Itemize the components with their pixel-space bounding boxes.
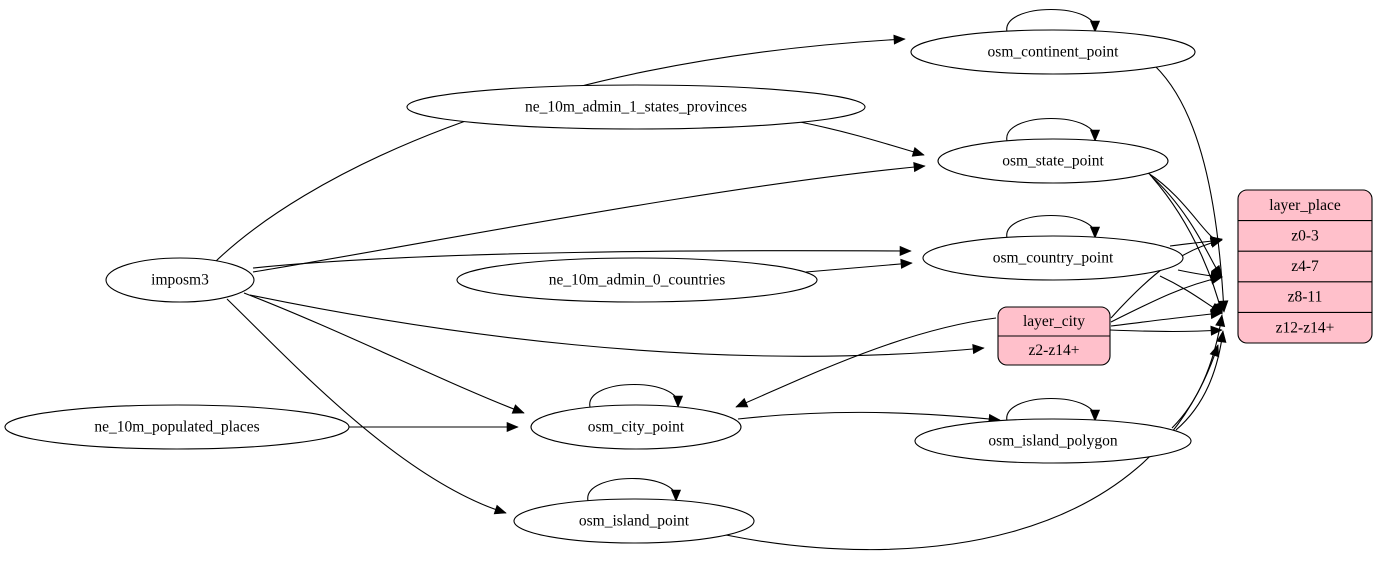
self-loop-osm_island_polygon xyxy=(1006,398,1096,422)
node-osm_island_point[interactable]: osm_island_point xyxy=(513,498,755,544)
self-loops-layer xyxy=(587,9,1101,502)
node-layer_place[interactable]: layer_place z0-3 z4-7 z8-11 z12-z14+ xyxy=(1237,189,1373,344)
edge-ne_states-to-osm_state_point xyxy=(799,121,925,156)
edge-imposm3-to-osm_island_point xyxy=(226,298,507,514)
node-shape-osm_state_point xyxy=(937,138,1169,184)
self-loop-arrowhead-osm_country_point xyxy=(1089,226,1101,239)
node-ne_countries[interactable]: ne_10m_admin_0_countries xyxy=(456,257,818,303)
record-title-layer_city: layer_city xyxy=(1023,313,1085,330)
arrowhead-osm_island_polygon-to-layer_place xyxy=(1216,330,1227,343)
self-loop-osm_island_point xyxy=(587,478,677,502)
edge-osm_continent_point-to-layer_place xyxy=(1154,65,1225,313)
arrowhead-layer_city-to-osm_city_point xyxy=(735,397,749,408)
node-label-osm_city_point: osm_city_point xyxy=(588,419,685,436)
self-loop-arrowhead-osm_continent_point xyxy=(1089,20,1101,33)
node-osm_state_point[interactable]: osm_state_point xyxy=(937,138,1169,184)
node-ne_populated[interactable]: ne_10m_populated_places xyxy=(4,404,350,450)
record-row-layer_city-0[interactable]: z2-z14+ xyxy=(1029,342,1080,359)
arrowhead-layer_city-to-layer_place xyxy=(1210,309,1223,320)
edge-osm_city_point-to-osm_island_polygon xyxy=(737,411,1001,421)
node-shape-ne_countries xyxy=(456,257,818,303)
edge-layer_city-to-layer_place xyxy=(1110,312,1223,327)
node-osm_continent_point[interactable]: osm_continent_point xyxy=(910,29,1196,75)
edge-imposm3-to-osm_continent_point xyxy=(214,38,906,263)
edge-ne_countries-to-osm_country_point xyxy=(805,262,913,273)
node-shape-ne_populated xyxy=(4,404,350,450)
record-title-layer_place: layer_place xyxy=(1269,197,1341,214)
node-shape-osm_country_point xyxy=(922,235,1184,281)
node-label-ne_countries: ne_10m_admin_0_countries xyxy=(549,272,726,289)
record-row-layer_place-1[interactable]: z4-7 xyxy=(1291,258,1319,275)
node-label-ne_states: ne_10m_admin_1_states_provinces xyxy=(525,99,747,116)
node-osm_island_polygon[interactable]: osm_island_polygon xyxy=(914,418,1192,464)
node-label-osm_island_polygon: osm_island_polygon xyxy=(988,433,1117,450)
self-loop-osm_state_point xyxy=(1006,118,1096,142)
node-label-osm_island_point: osm_island_point xyxy=(579,513,690,530)
arrowhead-imposm3-to-osm_state_point xyxy=(913,162,926,173)
node-label-osm_continent_point: osm_continent_point xyxy=(988,44,1120,61)
node-ne_states[interactable]: ne_10m_admin_1_states_provinces xyxy=(406,84,866,130)
node-label-imposm3: imposm3 xyxy=(151,272,209,289)
arrowhead-imposm3-to-osm_island_point xyxy=(493,504,507,515)
edge-imposm3-to-osm_state_point xyxy=(252,165,926,273)
self-loop-arrowhead-osm_island_point xyxy=(670,489,682,502)
self-loop-osm_country_point xyxy=(1006,215,1096,239)
self-loop-arrowhead-osm_city_point xyxy=(672,395,684,408)
edge-layer_city-to-layer_place xyxy=(1109,329,1223,333)
node-shape-osm_city_point xyxy=(530,404,742,450)
edge-layer_city-to-osm_city_point xyxy=(735,317,997,408)
record-row-layer_place-2[interactable]: z8-11 xyxy=(1288,289,1323,306)
arrowhead-ne_countries-to-osm_country_point xyxy=(900,258,913,269)
node-label-osm_country_point: osm_country_point xyxy=(993,250,1114,267)
self-loop-arrowhead-osm_island_polygon xyxy=(1089,409,1101,422)
node-shape-osm_island_point xyxy=(513,498,755,544)
node-layer_city[interactable]: layer_city z2-z14+ xyxy=(997,306,1111,366)
node-shape-ne_states xyxy=(406,84,866,130)
arrowhead-layer_city-to-layer_place xyxy=(1209,237,1223,248)
edge-osm_island_point-to-layer_place xyxy=(725,344,1219,551)
arrowhead-imposm3-to-osm_continent_point xyxy=(893,34,906,45)
self-loop-arrowhead-osm_state_point xyxy=(1089,129,1101,142)
record-box-layer_place xyxy=(1237,189,1373,344)
node-shape-imposm3 xyxy=(105,257,255,303)
node-shape-osm_continent_point xyxy=(910,29,1196,75)
arrowhead-ne_populated-to-osm_city_point xyxy=(506,421,519,433)
node-osm_city_point[interactable]: osm_city_point xyxy=(530,404,742,450)
arrowhead-osm_island_point-to-layer_place xyxy=(1209,344,1220,358)
arrowhead-imposm3-to-osm_city_point xyxy=(511,404,525,414)
self-loop-osm_continent_point xyxy=(1006,9,1096,33)
self-loop-osm_city_point xyxy=(589,384,679,408)
node-label-ne_populated: ne_10m_populated_places xyxy=(94,419,259,436)
arrowhead-layer_city-to-layer_place xyxy=(1209,274,1223,285)
edge-imposm3-to-osm_country_point xyxy=(252,250,912,269)
edges-layer xyxy=(214,34,1229,551)
arrowhead-imposm3-to-layer_city xyxy=(972,344,985,355)
record-row-layer_place-3[interactable]: z12-z14+ xyxy=(1276,319,1335,336)
record-row-layer_place-0[interactable]: z0-3 xyxy=(1291,227,1319,244)
node-label-osm_state_point: osm_state_point xyxy=(1002,153,1104,170)
node-shape-osm_island_polygon xyxy=(914,418,1192,464)
node-imposm3[interactable]: imposm3 xyxy=(105,257,255,303)
nodes-layer: imposm3 ne_10m_admin_1_states_provincesne… xyxy=(4,29,1373,544)
arrowhead-imposm3-to-osm_country_point xyxy=(899,245,912,256)
edge-imposm3-to-osm_city_point xyxy=(243,292,525,414)
edge-osm_island_polygon-to-layer_place xyxy=(1175,330,1224,431)
edge-imposm3-to-layer_city xyxy=(249,294,985,357)
arrowhead-layer_city-to-layer_place xyxy=(1210,325,1223,336)
arrowhead-osm_island_polygon-to-layer_place xyxy=(1215,314,1226,327)
arrowhead-ne_states-to-osm_state_point xyxy=(911,146,925,157)
node-osm_country_point[interactable]: osm_country_point xyxy=(922,235,1184,281)
edge-layer_city-to-layer_place xyxy=(1110,276,1223,323)
